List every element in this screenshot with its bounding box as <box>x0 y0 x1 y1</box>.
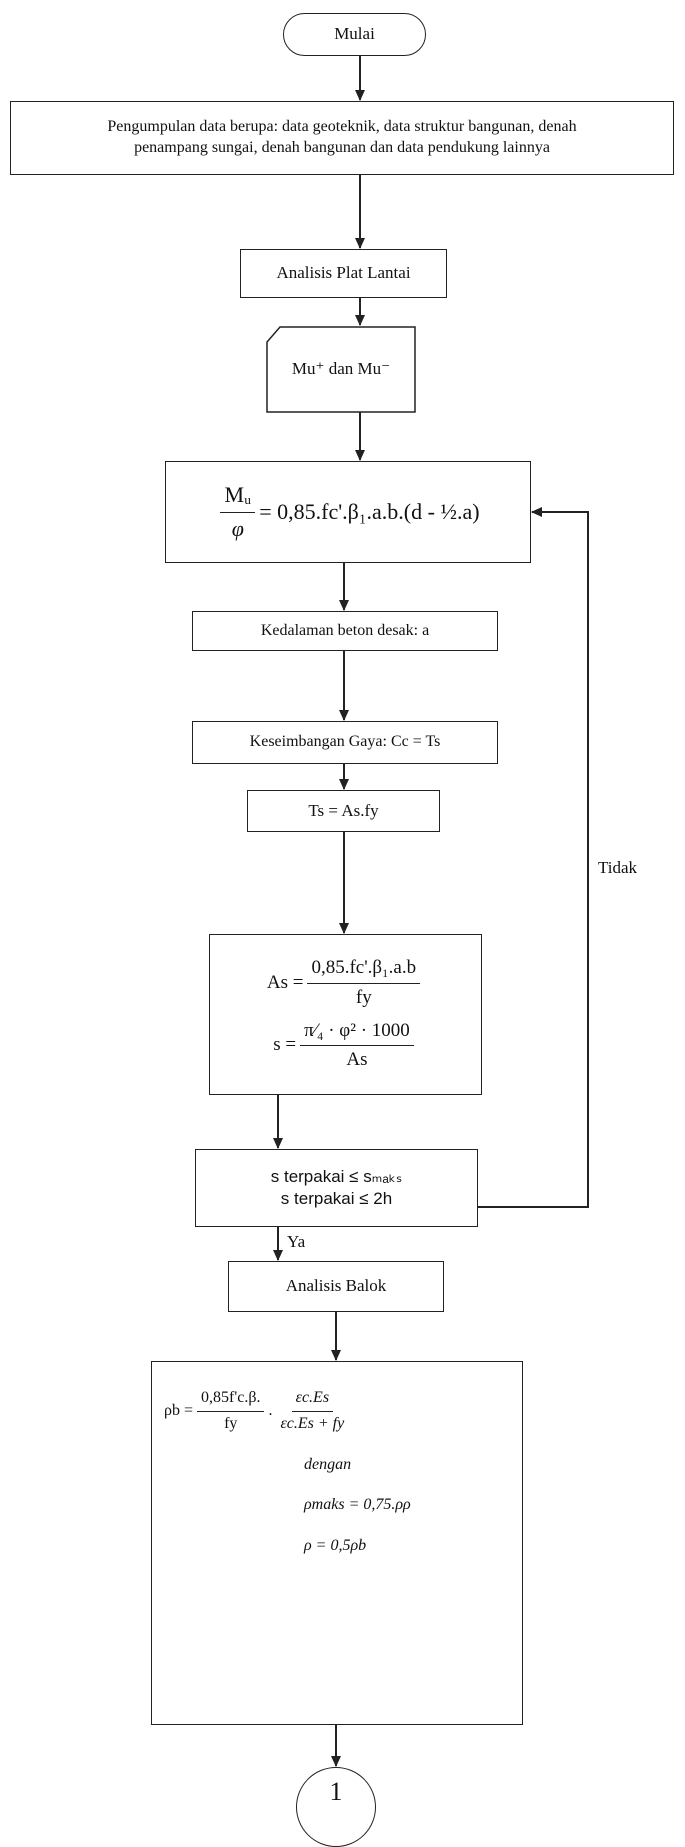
moment-equation-step: Mᵤ φ = 0,85.fc'.β₁.a.b.(d - ½.a) <box>165 461 531 563</box>
ts-step: Ts = As.fy <box>247 790 440 832</box>
data-collection-step: Pengumpulan data berupa: data geoteknik,… <box>10 101 674 175</box>
rho-max-equation: ρmaks = 0,75.ρρ <box>304 1496 411 1514</box>
s-lhs: s = <box>273 1034 297 1056</box>
moment-fraction: Mᵤ φ <box>220 481 256 543</box>
rho-equation: ρ = 0,5ρb <box>304 1537 367 1555</box>
label-yes: Ya <box>287 1232 306 1251</box>
as-denominator: fy <box>355 986 372 1008</box>
reinforcement-equation-step: As = 0,85.fc'.β₁.a.b fy s = π⁄₄ · φ² · 1… <box>209 934 482 1095</box>
decision-line-2: s terpakai ≤ 2h <box>280 1189 393 1208</box>
as-lhs: As = <box>266 971 304 993</box>
beam-analysis-step: Analisis Balok <box>228 1261 444 1312</box>
moment-input-label: Mu⁺ dan Mu⁻ <box>291 359 391 379</box>
rho-b-lhs: ρb = <box>164 1401 194 1419</box>
moment-rhs: = 0,85.fc'.β₁.a.b.(d - ½.a) <box>259 498 480 524</box>
moment-numerator: Mᵤ <box>220 481 256 513</box>
moment-input-step: Mu⁺ dan Mu⁻ <box>266 326 416 413</box>
decision-line-1: s terpakai ≤ sₘₐₖₛ <box>270 1166 403 1186</box>
rho-b-fraction-2: εc.Es εc.Es + fy <box>276 1388 348 1435</box>
as-numerator: 0,85.fc'.β₁.a.b <box>307 956 421 984</box>
s-denominator: As <box>346 1049 368 1071</box>
s-fraction: π⁄₄ · φ² · 1000 As <box>300 1019 414 1073</box>
rho-b-numerator-1: 0,85f'c.β. <box>197 1388 265 1412</box>
rho-b-fraction-1: 0,85f'c.β. fy <box>197 1388 265 1435</box>
as-fraction: 0,85.fc'.β₁.a.b fy <box>307 956 421 1010</box>
flowchart-connectors <box>273 56 589 1767</box>
data-collection-line-1: Pengumpulan data berupa: data geoteknik,… <box>107 118 577 136</box>
data-collection-line-2: penampang sungai, denah bangunan dan dat… <box>134 139 550 156</box>
start-label: Mulai <box>334 24 375 44</box>
rho-b-denominator-1: fy <box>224 1414 238 1432</box>
force-equilibrium-label: Keseimbangan Gaya: Cc = Ts <box>249 733 441 751</box>
rho-b-dot: . <box>268 1401 273 1419</box>
start-terminal: Mulai <box>283 13 426 56</box>
s-numerator: π⁄₄ · φ² · 1000 <box>300 1019 414 1047</box>
plate-analysis-label: Analisis Plat Lantai <box>276 263 411 283</box>
ts-label: Ts = As.fy <box>308 800 379 820</box>
connector-label: 1 <box>329 1777 343 1807</box>
spacing-decision-step: s terpakai ≤ sₘₐₖₛ s terpakai ≤ 2h <box>195 1149 478 1227</box>
concrete-depth-step: Kedalaman beton desak: a <box>192 611 498 651</box>
rho-equation-step: ρb = 0,85f'c.β. fy . εc.Es εc.Es + fy de… <box>151 1361 523 1725</box>
connector-circle: 1 <box>296 1767 376 1847</box>
rho-b-denominator-2: εc.Es + fy <box>280 1414 345 1432</box>
with-label: dengan <box>304 1455 352 1473</box>
beam-analysis-label: Analisis Balok <box>285 1276 387 1296</box>
moment-input-shape <box>266 326 416 413</box>
arrow-loop-tidak <box>478 507 589 1208</box>
concrete-depth-label: Kedalaman beton desak: a <box>260 621 430 639</box>
force-equilibrium-step: Keseimbangan Gaya: Cc = Ts <box>192 721 498 764</box>
label-no: Tidak <box>598 858 638 877</box>
plate-analysis-step: Analisis Plat Lantai <box>240 249 447 298</box>
moment-denominator: φ <box>231 515 244 541</box>
rho-b-numerator-2: εc.Es <box>291 1388 334 1412</box>
